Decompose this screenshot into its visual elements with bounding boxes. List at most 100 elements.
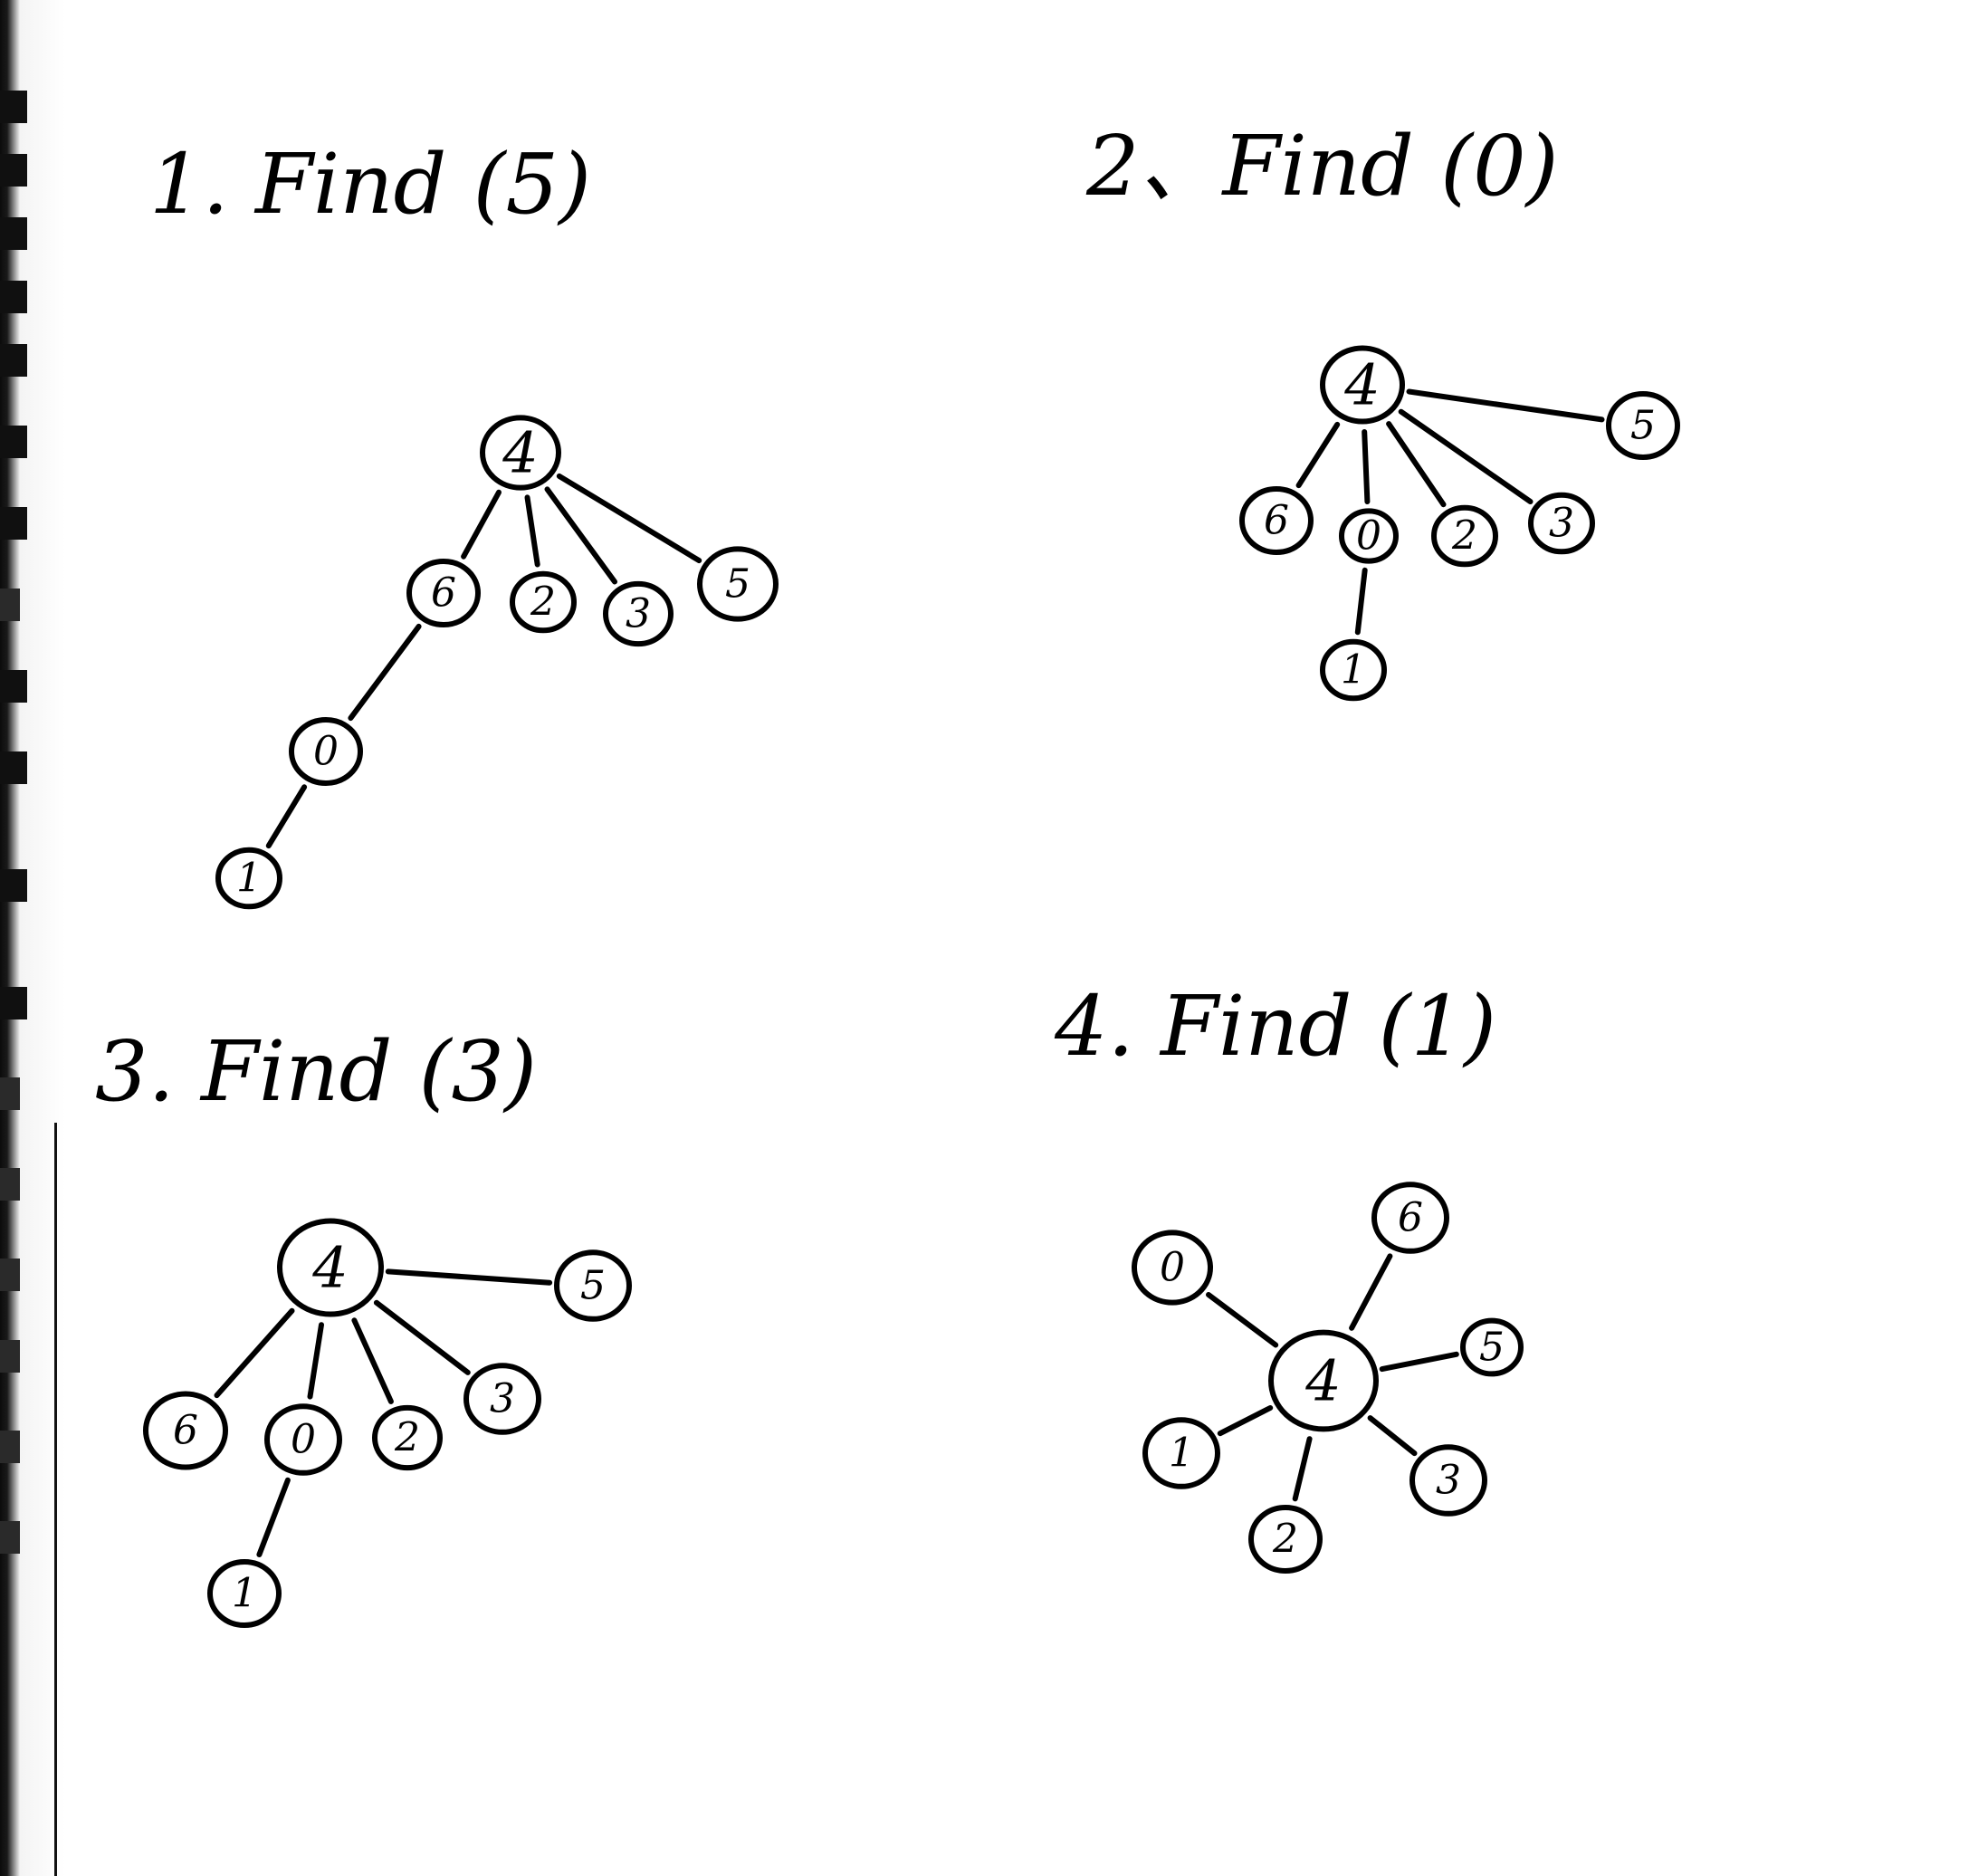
edge-4-0 — [307, 1322, 324, 1400]
edge-4-5 — [556, 473, 702, 564]
gutter-mark — [0, 1431, 20, 1463]
gutter-mark — [0, 281, 27, 313]
node-circle — [1528, 492, 1595, 555]
gutter-mark — [0, 91, 27, 123]
node-circle — [603, 580, 674, 647]
gutter-mark — [0, 869, 27, 902]
node-circle — [264, 1403, 342, 1476]
edge-4-6 — [1349, 1253, 1393, 1331]
node-label: 6 — [173, 1408, 198, 1454]
node-label: 5 — [1479, 1325, 1505, 1371]
gutter-mark — [0, 1340, 20, 1373]
node-2: 2 — [1248, 1505, 1323, 1574]
edge-4-6 — [461, 489, 502, 560]
node-5: 5 — [1606, 391, 1680, 460]
panel-2-title: 2、Find (0) — [1085, 118, 1559, 215]
node-0: 0 — [289, 717, 363, 786]
node-label: 0 — [291, 1417, 316, 1463]
node-label: 4 — [311, 1235, 348, 1301]
node-label: 5 — [1630, 403, 1656, 449]
panel-4-find-1: 4. Find (1) — [1054, 978, 1496, 1075]
node-circle — [1239, 486, 1314, 555]
gutter-mark — [0, 1168, 20, 1201]
node-6: 6 — [1371, 1182, 1449, 1254]
node-circle — [1431, 504, 1498, 568]
node-label: 6 — [1398, 1195, 1423, 1241]
node-label: 4 — [1304, 1348, 1341, 1414]
gutter-mark — [0, 507, 27, 540]
node-label: 2 — [1272, 1517, 1298, 1563]
edge-4-3 — [544, 486, 617, 585]
node-1: 1 — [207, 1559, 282, 1628]
node-label: 3 — [626, 591, 651, 637]
edge-4-1 — [1217, 1405, 1274, 1437]
edge-4-2 — [1386, 421, 1447, 508]
node-label: 6 — [431, 570, 456, 617]
node-4: 4 — [480, 415, 561, 491]
node-1: 1 — [1320, 638, 1387, 702]
node-4: 4 — [1320, 345, 1405, 425]
node-0: 0 — [1132, 1230, 1213, 1306]
node-circle — [1132, 1230, 1213, 1306]
node-label: 1 — [236, 856, 262, 902]
node-circle — [1371, 1182, 1449, 1254]
node-4: 4 — [1268, 1329, 1379, 1432]
node-circle — [289, 717, 363, 786]
panel-1-title: 1. Find (5) — [149, 136, 591, 233]
node-circle — [277, 1218, 384, 1317]
edge-4-2 — [1292, 1436, 1313, 1502]
edge-4-2 — [524, 494, 540, 568]
node-label: 1 — [1341, 647, 1366, 694]
edge-0-1 — [265, 784, 308, 849]
node-circle — [1320, 638, 1387, 702]
node-label: 1 — [1169, 1431, 1194, 1477]
panel-3-find-3: 3. Find (3) — [95, 1023, 537, 1120]
gutter-mark — [0, 987, 27, 1019]
edge-0-1 — [256, 1477, 291, 1557]
node-circle — [372, 1404, 443, 1471]
edge-4-3 — [1398, 408, 1534, 504]
node-3: 3 — [1409, 1444, 1487, 1517]
gutter-mark — [0, 1521, 20, 1554]
node-circle — [1409, 1444, 1487, 1517]
node-label: 2 — [1451, 513, 1477, 560]
edge-4-3 — [1367, 1415, 1418, 1457]
edge-4-2 — [351, 1317, 394, 1404]
panel-4-graph: 4 0 6 5 1 2 3 — [1132, 1182, 1524, 1574]
node-circle — [1460, 1317, 1524, 1377]
panel-2-find-0: 2、Find (0) — [1085, 118, 1559, 215]
node-1: 1 — [215, 847, 282, 910]
edge-4-0 — [1206, 1292, 1279, 1348]
node-circle — [697, 546, 779, 622]
node-label: 4 — [1343, 352, 1380, 418]
node-3: 3 — [1528, 492, 1595, 555]
node-label: 5 — [725, 561, 750, 608]
gutter-mark — [0, 670, 27, 703]
node-label: 4 — [502, 420, 538, 486]
node-label: 2 — [530, 579, 556, 626]
node-label: 0 — [1160, 1245, 1185, 1291]
node-circle — [463, 1363, 541, 1435]
edge-0-1 — [1354, 567, 1368, 636]
node-circle — [406, 559, 481, 627]
node-circle — [1142, 1417, 1220, 1489]
edge-4-6 — [1295, 421, 1341, 489]
edge-4-5 — [1379, 1351, 1459, 1373]
gutter-mark — [0, 1259, 20, 1291]
panel-4-title: 4. Find (1) — [1054, 978, 1496, 1075]
gutter-mark — [0, 344, 27, 377]
panel-1-find-5: 1. Find (5) — [149, 136, 591, 233]
gutter-mark — [0, 751, 27, 784]
node-circle — [480, 415, 561, 491]
panel-1-graph: 4 6 2 3 5 0 1 — [215, 415, 779, 910]
node-circle — [1606, 391, 1680, 460]
node-circle — [1268, 1329, 1379, 1432]
node-label: 5 — [580, 1263, 606, 1309]
node-circle — [510, 570, 577, 634]
node-0: 0 — [264, 1403, 342, 1476]
node-2: 2 — [1431, 504, 1498, 568]
gutter-mark — [0, 217, 27, 250]
node-6: 6 — [406, 559, 481, 627]
